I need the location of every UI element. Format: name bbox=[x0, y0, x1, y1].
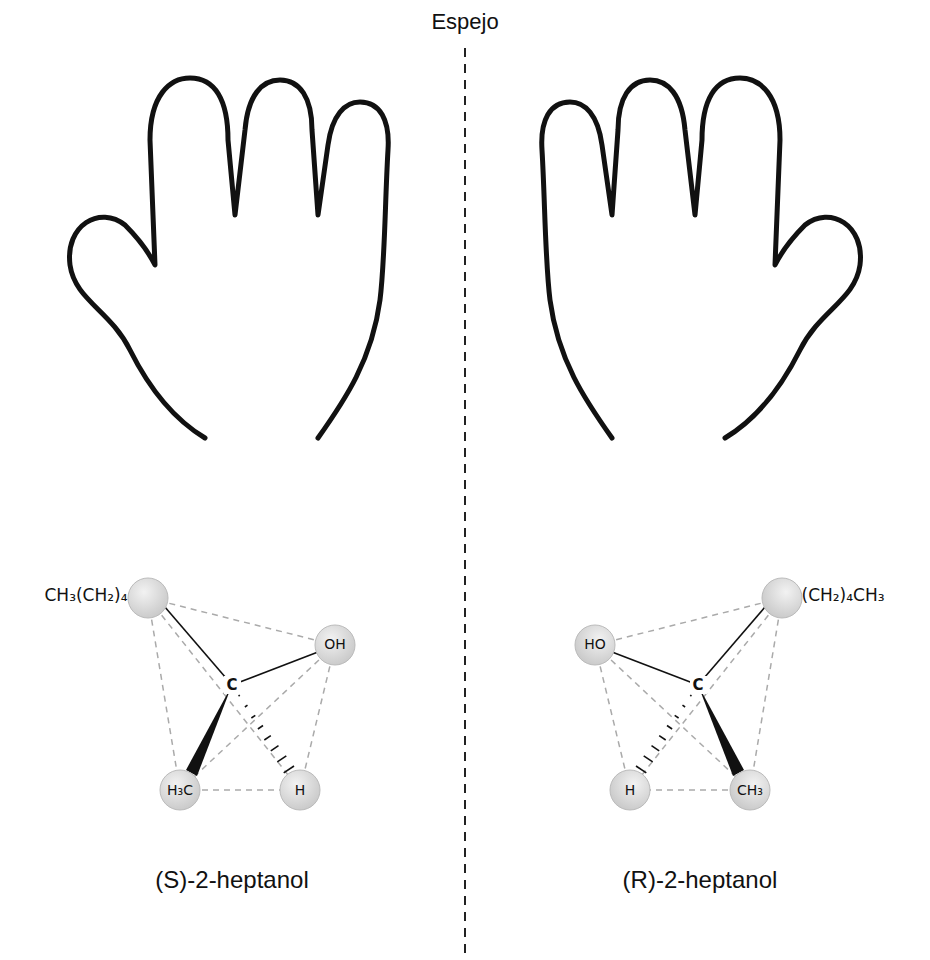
tetrahedron-edges bbox=[148, 598, 335, 790]
atom-label: CH₃ bbox=[737, 783, 763, 798]
atom-label: H bbox=[295, 783, 306, 798]
wedge-bond bbox=[186, 685, 232, 776]
hand-path bbox=[70, 78, 389, 438]
bond bbox=[232, 652, 318, 685]
enantiomer-name: (S)-2-heptanol bbox=[155, 867, 308, 893]
mirror-line bbox=[464, 48, 466, 960]
hashed-bond bbox=[239, 695, 302, 784]
atom-spheres bbox=[128, 578, 355, 810]
atom-label: H bbox=[625, 783, 636, 798]
enantiomer-name: (R)-2-heptanol bbox=[623, 867, 778, 893]
mirror-label: Espejo bbox=[431, 10, 498, 34]
atom-label: H₃C bbox=[167, 783, 193, 798]
mirrored-hand bbox=[542, 78, 861, 438]
group-label: CH₃(CH₂)₄ bbox=[45, 586, 128, 605]
molecule bbox=[128, 578, 355, 810]
atom-label: C bbox=[224, 676, 241, 695]
hand-outline bbox=[70, 78, 389, 438]
atom-label: HO bbox=[584, 637, 606, 652]
atom-label: OH bbox=[324, 637, 346, 652]
mirrored-molecule bbox=[575, 578, 802, 810]
group-label: (CH₂)₄CH₃ bbox=[802, 586, 885, 605]
atom-label: C bbox=[690, 676, 707, 695]
